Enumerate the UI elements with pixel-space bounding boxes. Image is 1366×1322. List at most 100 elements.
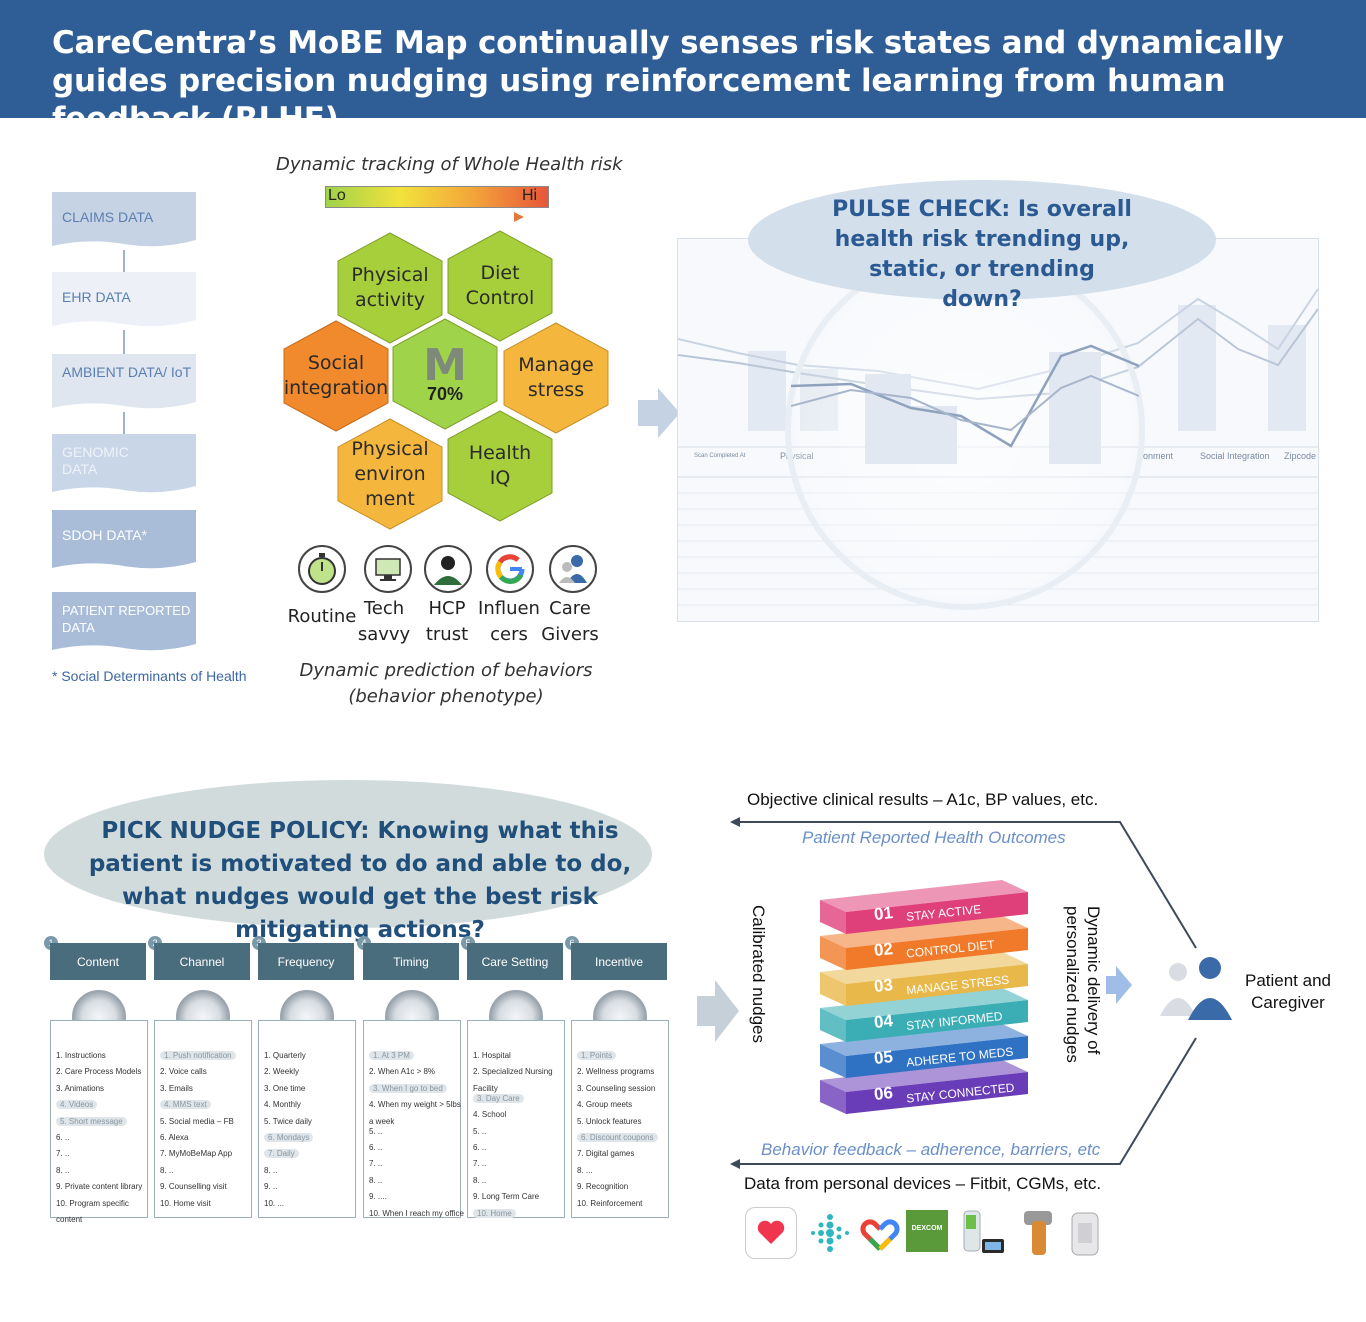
hex-label: Social integration bbox=[283, 352, 389, 399]
column-option: 10. When I reach my office bbox=[369, 1208, 465, 1218]
column-option: 2. Care Process Models bbox=[56, 1067, 142, 1077]
column-option: 1. Push notification bbox=[160, 1051, 236, 1060]
source-box-shape bbox=[52, 272, 196, 327]
column-option: 4. School bbox=[473, 1110, 507, 1120]
stack-layer-number: 05 bbox=[873, 1047, 894, 1068]
behavior-label: Routine bbox=[287, 606, 357, 627]
source-box-shape bbox=[52, 592, 196, 651]
stack-layer-04 bbox=[820, 988, 1028, 1042]
source-sdoh: SDOH DATA* bbox=[52, 510, 196, 572]
column-option: 7. MyMoBeMap App bbox=[160, 1149, 233, 1159]
column-option: 9. .. bbox=[264, 1182, 278, 1192]
column-option: 7. .. bbox=[473, 1159, 487, 1169]
center-letter: M bbox=[423, 340, 467, 391]
fitbit-icon bbox=[805, 1207, 855, 1257]
dexcom-text: DEXCOM bbox=[911, 1225, 943, 1232]
column-option: 5. .. bbox=[473, 1126, 487, 1136]
column-option: 7. Digital games bbox=[577, 1149, 635, 1159]
column-option: 5. Unlock features bbox=[577, 1116, 642, 1126]
column-option: 8. ... bbox=[577, 1165, 593, 1175]
table-header-cell: Social Integration bbox=[1200, 451, 1270, 461]
column-option: 9. Counselling visit bbox=[160, 1182, 227, 1192]
computer-icon bbox=[364, 545, 412, 593]
column-option: 8. .. bbox=[56, 1165, 70, 1175]
hex-physical-activity: Physical activity bbox=[337, 232, 443, 344]
stack-layer-number: 03 bbox=[873, 975, 894, 996]
column-options-box: 1. Instructions 2. Care Process Models 3. … bbox=[50, 1020, 148, 1224]
source-label: CLAIMS DATA bbox=[62, 209, 154, 225]
column-option: 2. Wellness programs bbox=[577, 1067, 655, 1077]
column-option: 1. Quarterly bbox=[264, 1051, 306, 1060]
column-option: a week bbox=[369, 1116, 395, 1126]
risk-gradient-bar bbox=[325, 186, 549, 208]
column-option: content bbox=[56, 1215, 83, 1224]
column-option: 8. .. bbox=[160, 1165, 174, 1175]
column-header-frequency: Frequency bbox=[258, 943, 354, 980]
column-option: 3. Day Care bbox=[473, 1093, 524, 1103]
fitbit-glyph bbox=[811, 1214, 849, 1252]
hexagon-shape bbox=[337, 232, 443, 344]
caregiver-glyph bbox=[559, 555, 587, 583]
hex-health-iq: Health IQ bbox=[447, 410, 553, 522]
column-header-timing: Timing bbox=[363, 943, 459, 980]
meter-glyph bbox=[963, 1210, 1004, 1253]
behavior-feedback-label: Behavior feedback – adherence, barriers,… bbox=[761, 1140, 1101, 1159]
source-box-shape bbox=[52, 510, 196, 569]
doctor-glyph bbox=[434, 556, 462, 585]
column-option: 9. Private content library bbox=[56, 1182, 143, 1192]
google-fit-icon bbox=[855, 1207, 905, 1257]
column-option: Facility bbox=[473, 1083, 498, 1093]
column-option: 6. .. bbox=[473, 1143, 487, 1152]
feedback-loop-lines bbox=[730, 817, 1197, 1169]
column-option: 10. ... bbox=[264, 1198, 285, 1208]
hex-diet-control: Diet Control bbox=[447, 230, 553, 342]
source-label: AMBIENT DATA/ IoT bbox=[62, 364, 192, 380]
behavior-caption-line1: Dynamic prediction of behaviors bbox=[299, 660, 593, 681]
hex-physical-environment: Physical environ ment bbox=[337, 418, 443, 530]
column-option: 3. When I go to bed bbox=[369, 1083, 447, 1093]
column-option: 7. Daily bbox=[264, 1149, 299, 1159]
dynamic-delivery-label: Dynamic delivery of personalized nudges bbox=[1063, 906, 1103, 1063]
inhaler-icon bbox=[1018, 1207, 1068, 1257]
doctor-icon bbox=[424, 545, 472, 593]
column-option: 5. Short message bbox=[56, 1116, 127, 1126]
column-option: 4. Group meets bbox=[577, 1100, 633, 1110]
column-option: 1. Hospital bbox=[473, 1051, 511, 1060]
dexcom-icon: DEXCOM bbox=[906, 1210, 948, 1252]
column-option: 10. Home bbox=[473, 1208, 516, 1218]
column-option: 3. Animations bbox=[56, 1083, 105, 1093]
column-header-incentive: Incentive bbox=[571, 943, 667, 980]
pill-bottle-icon bbox=[1062, 1207, 1112, 1257]
source-patient-reported: PATIENT REPORTED DATA bbox=[52, 592, 196, 654]
column-header-channel: Channel bbox=[154, 943, 250, 980]
pulse-check-oval bbox=[748, 180, 1216, 300]
heart-glyph bbox=[757, 1220, 785, 1244]
patient-caregiver-icon bbox=[1160, 957, 1232, 1020]
column-option: 8. .. bbox=[369, 1175, 383, 1185]
stack-layer-number: 01 bbox=[873, 903, 894, 924]
column-option: 2. Voice calls bbox=[160, 1067, 207, 1077]
behavior-label: Tech savvy bbox=[357, 598, 411, 645]
column-option: 10. Home visit bbox=[160, 1198, 211, 1208]
glucose-meter-icon bbox=[958, 1207, 1008, 1257]
column-option: 8. .. bbox=[473, 1175, 487, 1185]
calibrated-nudges-label: Calibrated nudges bbox=[749, 905, 768, 1043]
column-option: 4. MMS text bbox=[160, 1100, 211, 1110]
devices-label: Data from personal devices – Fitbit, CGM… bbox=[744, 1174, 1102, 1193]
table-header-cell: Scan Completed At bbox=[694, 453, 746, 459]
column-option: 9. Long Term Care bbox=[473, 1192, 540, 1202]
hex-label: Health IQ bbox=[468, 442, 532, 489]
magnifier-lens bbox=[785, 250, 1145, 610]
source-ehr: EHR DATA bbox=[52, 272, 196, 330]
column-option: 6. Mondays bbox=[264, 1133, 314, 1142]
stack-layer-number: 06 bbox=[873, 1083, 894, 1104]
column-option: 6. .. bbox=[369, 1143, 383, 1152]
column-option: 1. Instructions bbox=[56, 1051, 106, 1060]
sdoh-footnote: * Social Determinants of Health bbox=[52, 668, 247, 684]
column-option: 8. .. bbox=[264, 1165, 278, 1175]
hex-label: Diet Control bbox=[465, 262, 535, 309]
behavior-label: HCP trust bbox=[425, 598, 469, 645]
